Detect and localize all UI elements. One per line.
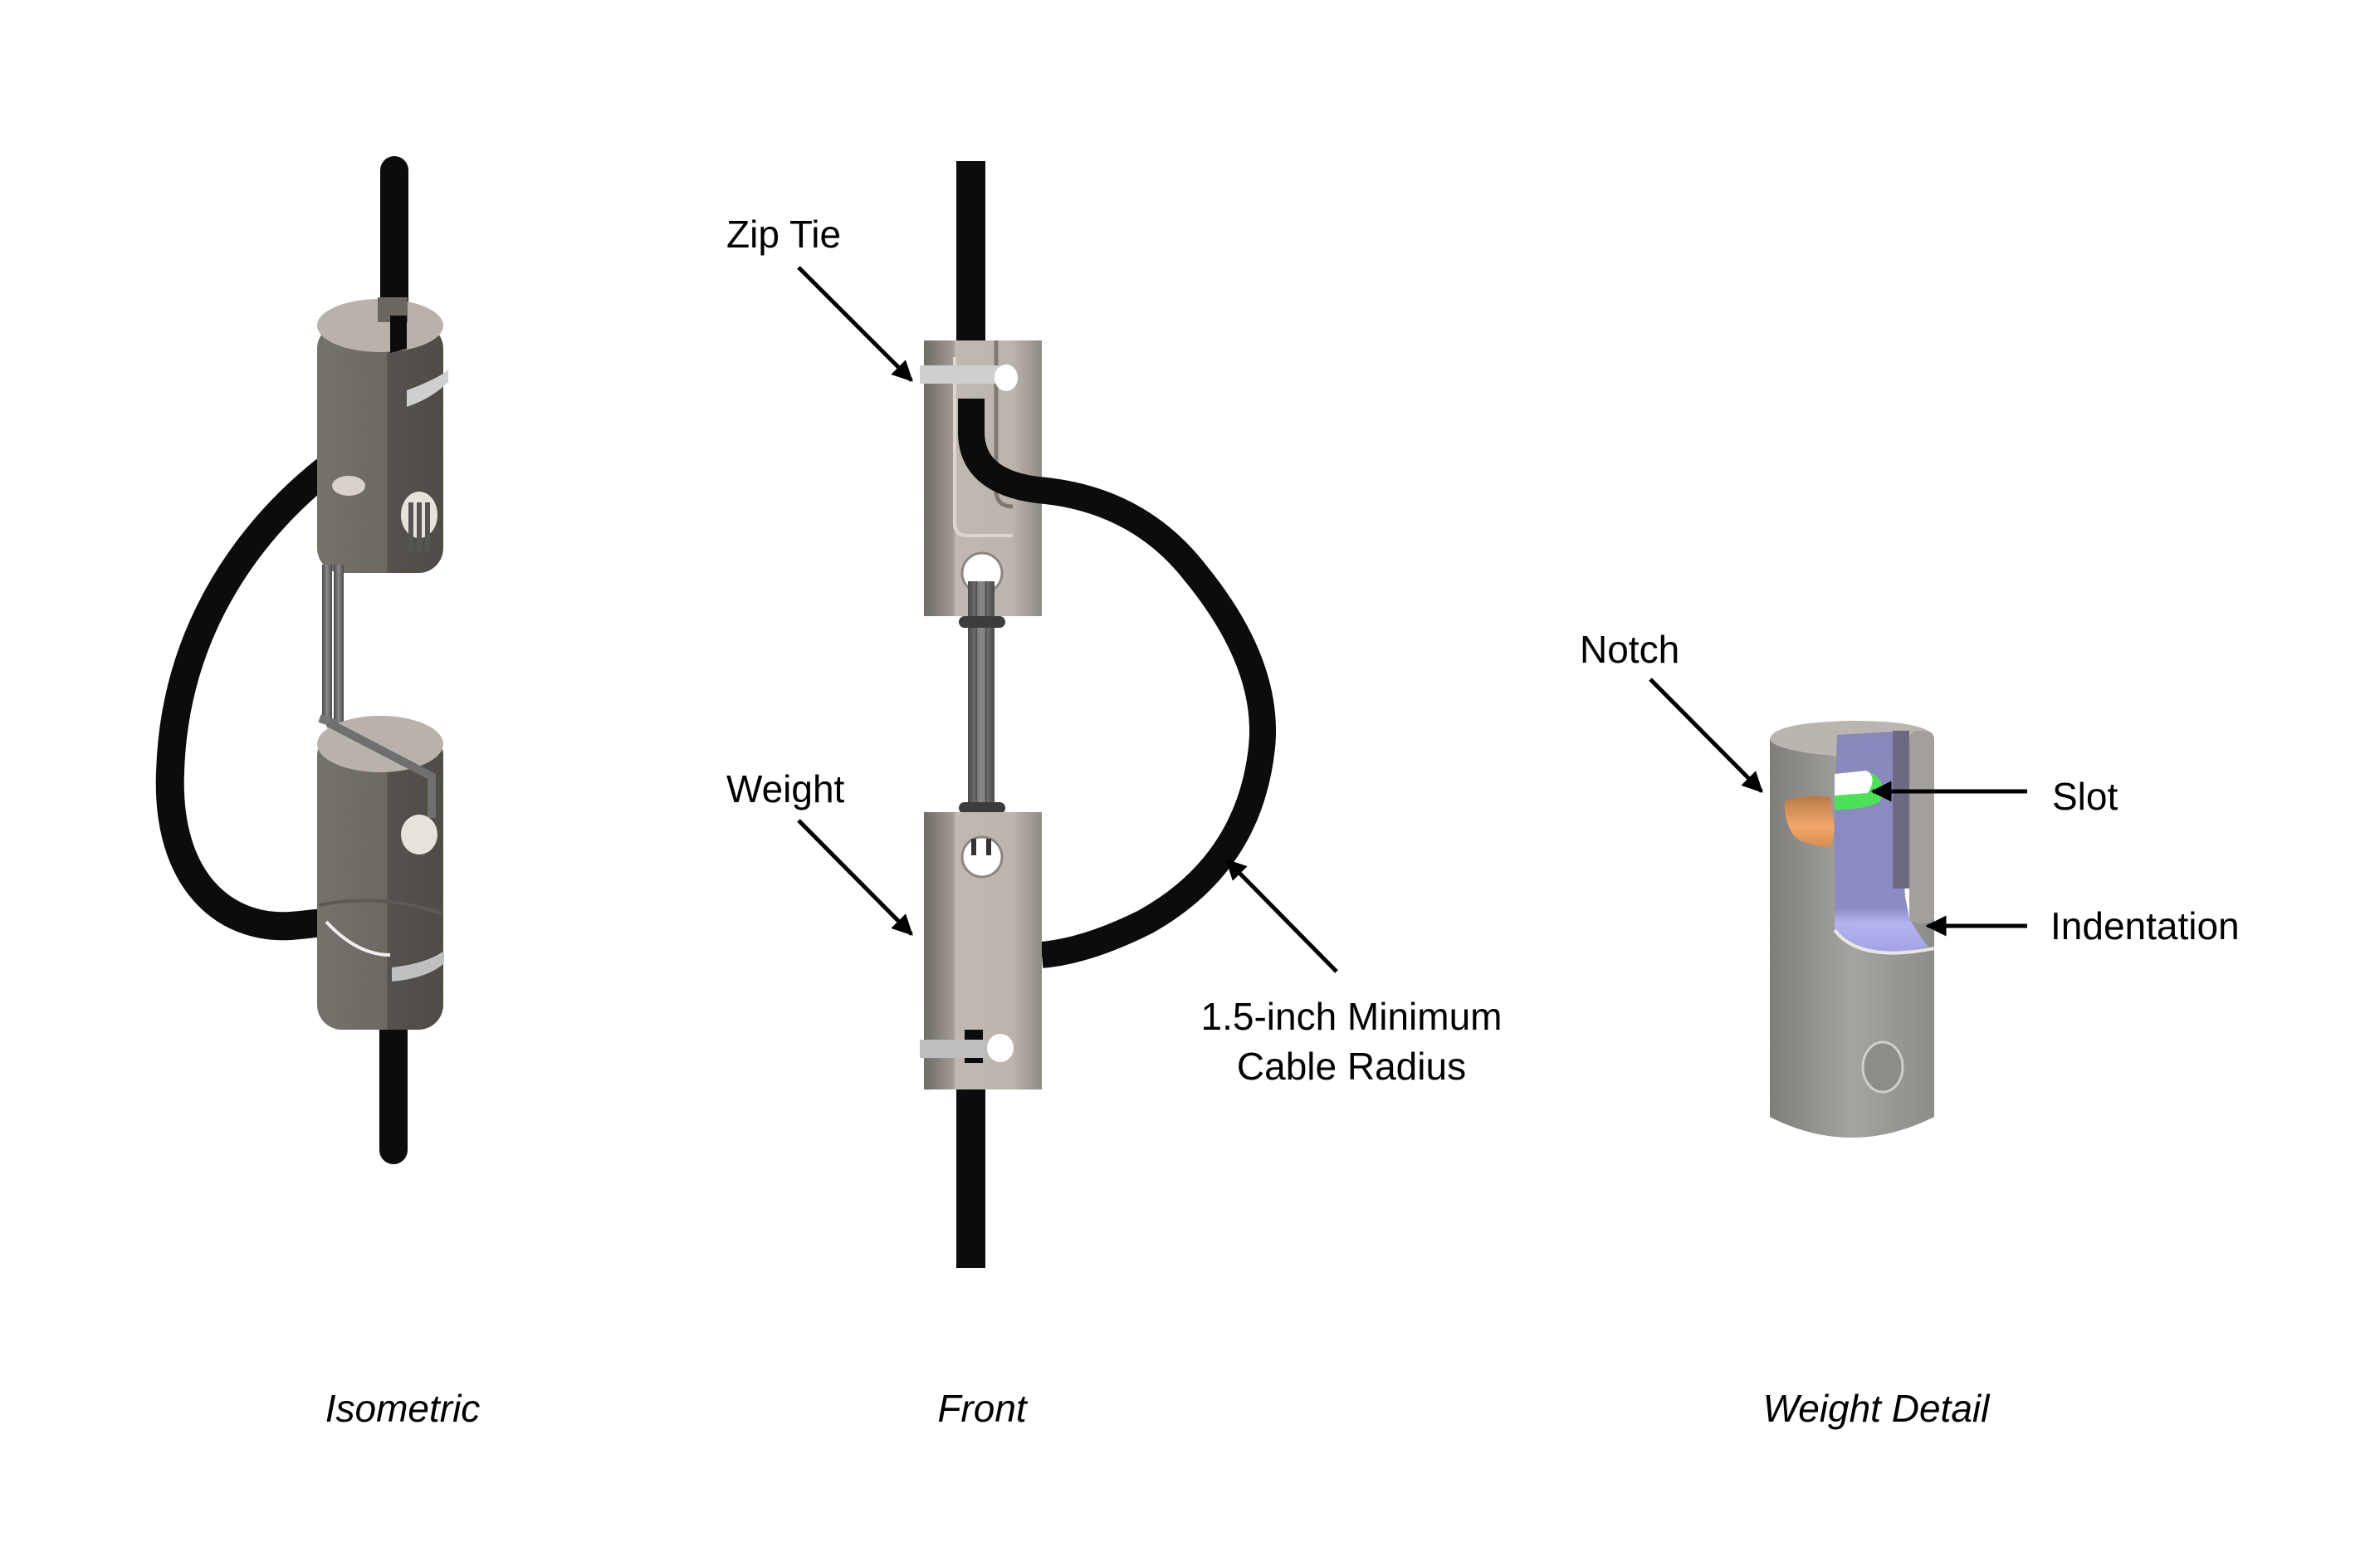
arrow-weight <box>797 819 913 936</box>
arrow-zip-tie <box>797 266 913 382</box>
label-slot: Slot <box>2052 775 2118 818</box>
label-indentation: Indentation <box>2050 904 2240 947</box>
weight-detail-view <box>1770 721 1935 1138</box>
isometric-view <box>155 156 448 1164</box>
front-cable-bottom <box>956 1089 985 1268</box>
front-cable-loop <box>958 399 1276 968</box>
callouts: Zip Tie Weight 1.5-inch Minimum Cable Ra… <box>726 213 2240 1088</box>
captions: Isometric Front Weight Detail <box>325 1387 1991 1430</box>
label-weight: Weight <box>726 767 845 810</box>
iso-zip-tie-lower <box>392 951 444 982</box>
iso-lower-weight <box>317 716 444 1030</box>
iso-upper-weight <box>317 297 448 573</box>
label-zip-tie: Zip Tie <box>726 213 841 256</box>
label-cable-radius-line1: 1.5-inch Minimum <box>1201 995 1503 1038</box>
detail-notch <box>1784 796 1835 847</box>
front-connector-rod <box>959 581 1005 822</box>
detail-bottom-hole <box>1861 1040 1904 1094</box>
arrow-cable-radius <box>1225 859 1338 973</box>
front-view <box>920 161 1276 1268</box>
front-zip-tie-upper <box>920 365 1018 391</box>
iso-zip-tie-upper <box>407 370 448 407</box>
caption-front: Front <box>937 1387 1029 1430</box>
caption-isometric: Isometric <box>325 1387 481 1430</box>
caption-weight-detail: Weight Detail <box>1763 1387 1991 1430</box>
label-notch: Notch <box>1580 628 1679 671</box>
front-zip-tie-lower <box>920 1030 1014 1063</box>
label-cable-radius-line2: Cable Radius <box>1237 1045 1466 1088</box>
arrow-notch <box>1649 678 1763 793</box>
